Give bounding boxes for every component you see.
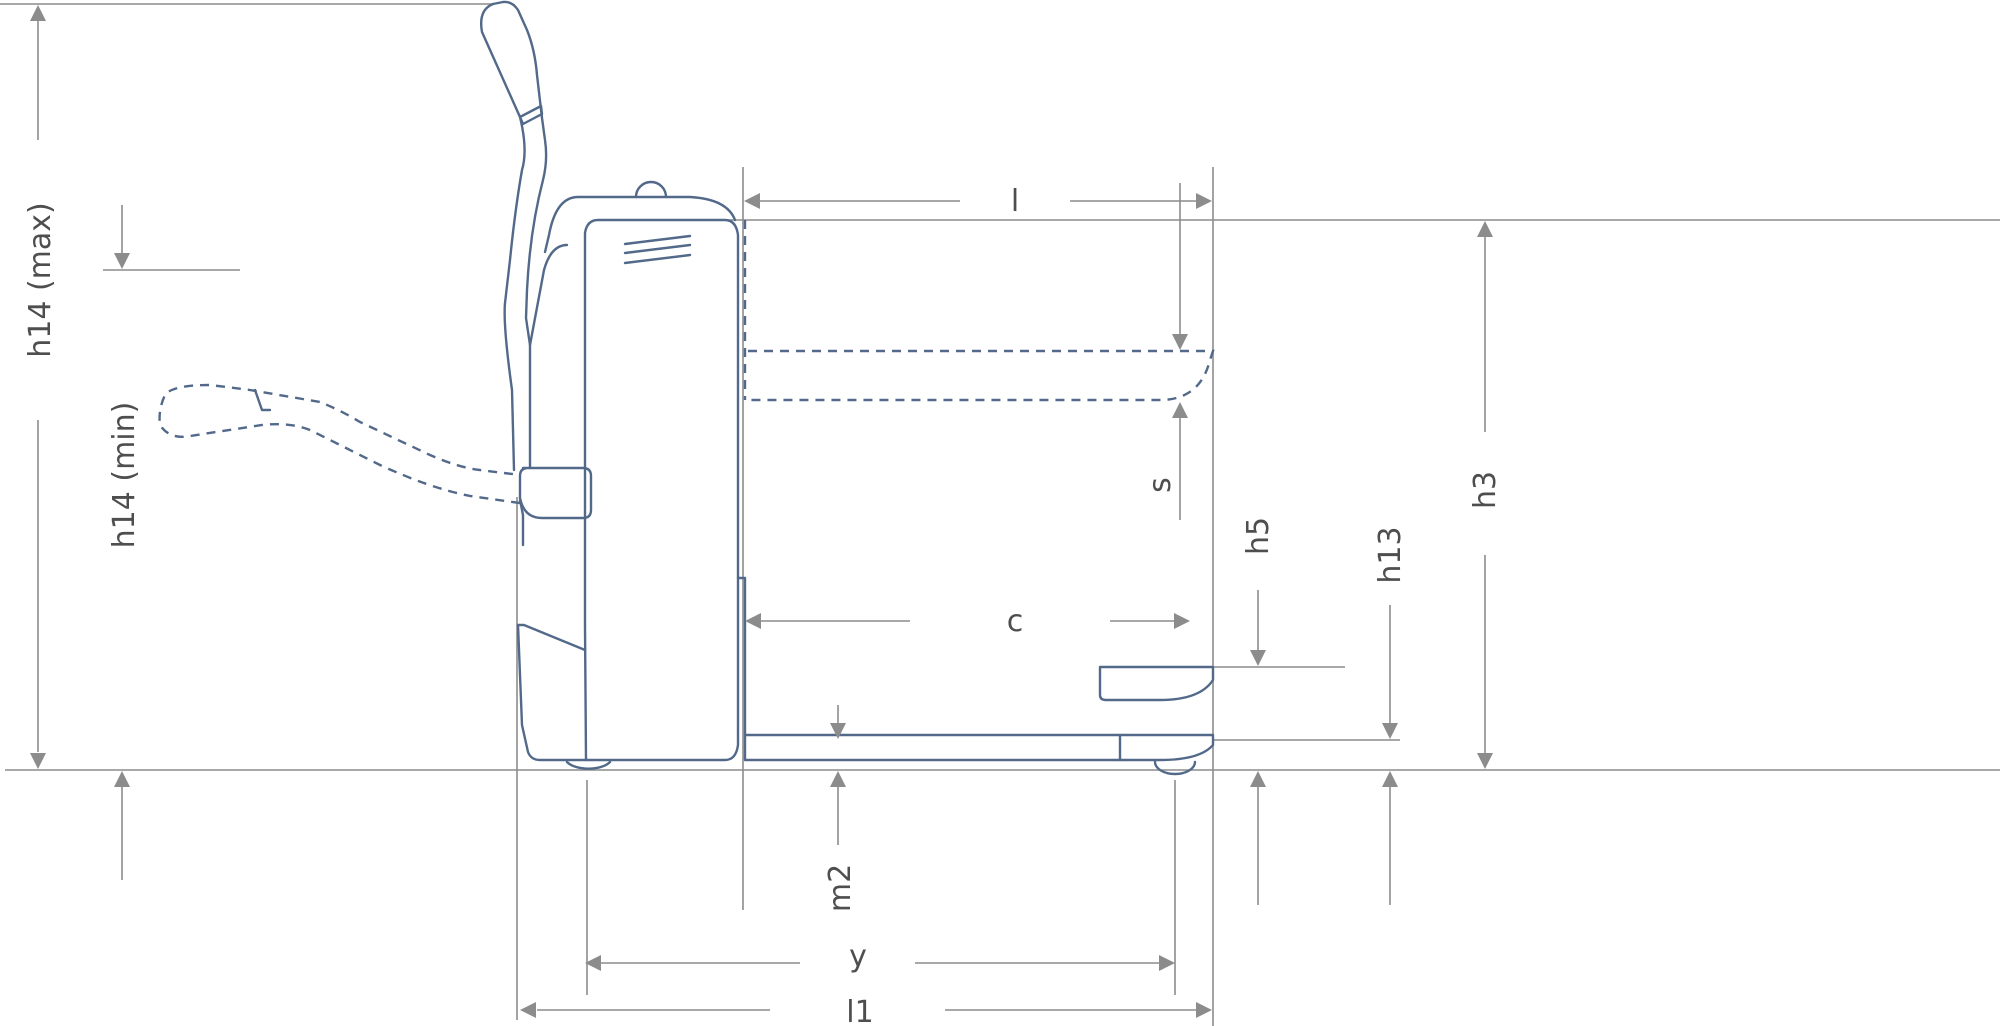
motor-cover xyxy=(543,195,737,254)
drive-wheel xyxy=(565,760,612,770)
dimension-l1: l1 xyxy=(520,995,1212,1026)
label-s: s xyxy=(1143,477,1178,493)
label-h13: h13 xyxy=(1373,526,1408,583)
fork-tip xyxy=(1098,665,1215,702)
label-y: y xyxy=(849,939,867,974)
load-wheel xyxy=(1153,760,1197,776)
tiller-handle xyxy=(491,0,548,470)
dimension-h13: h13 xyxy=(1373,526,1408,905)
pallet-truck-outline xyxy=(158,0,1215,776)
tiller-lowered xyxy=(158,383,521,505)
label-h14-max: h14 (max) xyxy=(23,202,58,358)
label-l: l xyxy=(1011,184,1019,219)
label-h5: h5 xyxy=(1241,517,1276,555)
dimension-y: y xyxy=(585,939,1175,974)
chassis-lower xyxy=(516,623,588,762)
label-c: c xyxy=(1007,604,1024,639)
handle-head xyxy=(518,466,593,520)
reference-lines xyxy=(0,3,2000,1026)
dimension-c: c xyxy=(745,604,1190,639)
dimension-h14-min: h14 (min) xyxy=(107,205,142,880)
label-m2: m2 xyxy=(823,864,858,912)
label-h14-min: h14 (min) xyxy=(107,402,142,549)
body xyxy=(583,218,740,762)
dimension-l: l xyxy=(744,184,1212,219)
dimension-m2: m2 xyxy=(823,705,858,912)
dimension-h14-max: h14 (max) xyxy=(23,5,58,769)
dimension-s: s xyxy=(1143,183,1188,520)
dimension-h5: h5 xyxy=(1241,517,1276,905)
fork xyxy=(743,733,1215,762)
label-l1: l1 xyxy=(846,995,873,1026)
fork-raised xyxy=(743,220,1215,402)
dimension-h3: h3 xyxy=(1468,221,1503,769)
top-knob xyxy=(634,180,668,199)
label-h3: h3 xyxy=(1468,471,1503,509)
